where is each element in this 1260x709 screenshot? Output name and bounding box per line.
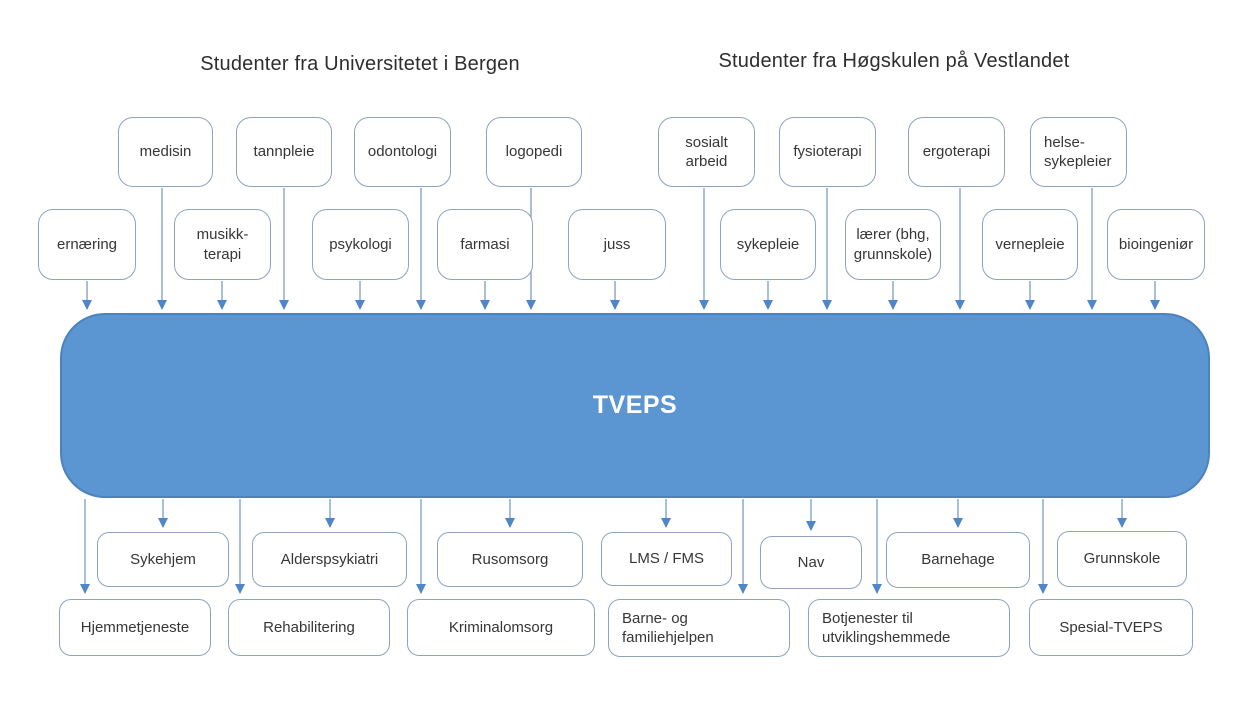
node-vernepleie: vernepleie — [982, 209, 1078, 280]
node-bioingenioer: bioingeniør — [1107, 209, 1205, 280]
node-juss: juss — [568, 209, 666, 280]
node-barnehage: Barnehage — [886, 532, 1030, 588]
tveps-box: TVEPS — [60, 313, 1210, 498]
node-rusomsorg: Rusomsorg — [437, 532, 583, 587]
node-sosialt-arbeid: sosialt arbeid — [658, 117, 755, 187]
node-tannpleie: tannpleie — [236, 117, 332, 187]
node-logopedi: logopedi — [486, 117, 582, 187]
node-grunnskole: Grunnskole — [1057, 531, 1187, 587]
node-alderspsykiatri: Alderspsykiatri — [252, 532, 407, 587]
header-hvl: Studenter fra Høgskulen på Vestlandet — [718, 50, 1070, 72]
node-kriminalomsorg: Kriminalomsorg — [407, 599, 595, 656]
node-sykepleie: sykepleie — [720, 209, 816, 280]
node-botjenester-utviklingshemmede: Botjenester til utviklingshemmede — [808, 599, 1010, 657]
header-uib: Studenter fra Universitetet i Bergen — [200, 53, 520, 75]
node-fysioterapi: fysioterapi — [779, 117, 876, 187]
node-ergoterapi: ergoterapi — [908, 117, 1005, 187]
node-musikkterapi: musikk- terapi — [174, 209, 271, 280]
node-sykehjem: Sykehjem — [97, 532, 229, 587]
node-rehabilitering: Rehabilitering — [228, 599, 390, 656]
node-farmasi: farmasi — [437, 209, 533, 280]
node-barne-og-familiehjelpen: Barne- og familiehjelpen — [608, 599, 790, 657]
node-nav: Nav — [760, 536, 862, 589]
node-ernaering: ernæring — [38, 209, 136, 280]
node-laerer: lærer (bhg, grunnskole) — [845, 209, 941, 280]
node-psykologi: psykologi — [312, 209, 409, 280]
node-hjemmetjeneste: Hjemmetjeneste — [59, 599, 211, 656]
node-medisin: medisin — [118, 117, 213, 187]
node-lms-fms: LMS / FMS — [601, 532, 732, 586]
node-odontologi: odontologi — [354, 117, 451, 187]
node-helse-sykepleier: helse- sykepleier — [1030, 117, 1127, 187]
node-spesial-tveps: Spesial-TVEPS — [1029, 599, 1193, 656]
tveps-label: TVEPS — [592, 391, 678, 419]
